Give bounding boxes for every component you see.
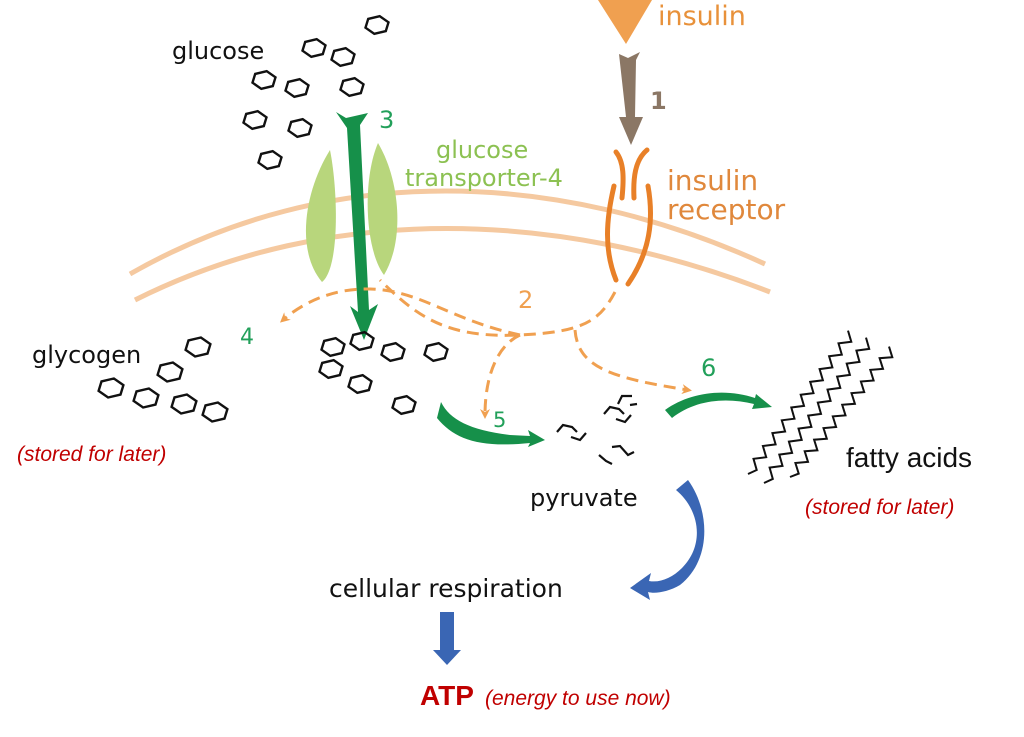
glycogen-molecule	[97, 336, 229, 423]
insulin-receptor-label-line1: insulin	[667, 164, 758, 197]
glucose-hexagon	[320, 336, 346, 358]
insulin-receptor-label-line2: receptor	[667, 193, 786, 226]
membrane-outer	[128, 188, 767, 277]
fatty-acid-chain	[747, 330, 853, 475]
step-6-label: 6	[701, 354, 716, 382]
fatty-acids-note: (stored for later)	[805, 496, 954, 519]
transporter-label-line2: transporter-4	[405, 164, 563, 192]
step-3-arrow	[336, 112, 378, 340]
insulin-label: insulin	[658, 1, 746, 32]
glucose-label: glucose	[172, 37, 264, 65]
glucose-hexagon	[242, 109, 268, 131]
step-6-arrow	[665, 392, 772, 418]
insulin-receptor	[605, 147, 654, 287]
glycogen-label: glycogen	[32, 341, 141, 369]
transporter-label-line1: glucose	[436, 136, 528, 164]
glucose-hexagon	[423, 341, 449, 363]
pyruvate-to-respiration-arrow	[630, 480, 705, 600]
step-5-label: 5	[493, 408, 506, 432]
glucose-hexagon	[251, 69, 277, 91]
signal-to-glycogen	[279, 287, 521, 337]
glucose-molecules-inside	[318, 330, 449, 416]
glucose-hexagon	[380, 341, 406, 363]
fatty-acid-chains	[747, 330, 894, 484]
signal-main-path	[378, 278, 617, 337]
glycogen-unit	[201, 401, 229, 423]
glucose-hexagon	[330, 46, 356, 68]
insulin-icon	[598, 0, 652, 44]
glucose-hexagon	[349, 330, 375, 352]
fatty-acid-chain	[789, 346, 894, 478]
glucose-hexagon	[339, 76, 365, 98]
atp-label: ATP	[420, 680, 474, 711]
transporter-right-lobe	[367, 143, 398, 275]
pyruvate-label: pyruvate	[530, 484, 638, 512]
glucose-molecules-outside	[242, 14, 390, 171]
glucose-hexagon	[347, 373, 373, 395]
glycogen-note: (stored for later)	[17, 443, 166, 466]
cell-membrane	[128, 188, 771, 303]
step-4-label: 4	[240, 325, 254, 350]
glucose-hexagon	[301, 37, 327, 59]
signaling-pathway-2	[279, 278, 692, 419]
pyruvate-molecules	[556, 394, 638, 465]
glucose-hexagon	[257, 149, 283, 171]
step-3-label: 3	[379, 106, 394, 134]
atp-note: (energy to use now)	[485, 687, 671, 710]
glycogen-unit	[156, 361, 184, 383]
step-1-arrow	[619, 52, 643, 145]
step-1-label: 1	[650, 87, 667, 115]
step-5-arrow	[437, 402, 545, 447]
transporter-left-lobe	[305, 150, 336, 282]
glycogen-unit	[132, 387, 160, 409]
glucose-hexagon	[391, 394, 417, 416]
fatty-acids-label: fatty acids	[846, 442, 972, 473]
fatty-acid-chain	[763, 337, 871, 484]
glucose-hexagon	[284, 77, 310, 99]
glucose-hexagon	[364, 14, 390, 36]
membrane-inner	[133, 226, 771, 303]
step-2-label: 2	[518, 286, 533, 314]
respiration-to-atp-arrow	[433, 612, 461, 665]
signal-to-fatty-acids	[573, 329, 692, 395]
glycogen-unit	[170, 393, 198, 415]
glucose-hexagon	[318, 358, 344, 380]
cellular-respiration-label: cellular respiration	[329, 574, 563, 603]
signal-to-pyruvate	[480, 333, 521, 419]
glycogen-unit	[97, 377, 125, 399]
glucose-transporter	[305, 143, 398, 282]
glycogen-unit	[184, 336, 212, 358]
glucose-hexagon	[287, 117, 313, 139]
